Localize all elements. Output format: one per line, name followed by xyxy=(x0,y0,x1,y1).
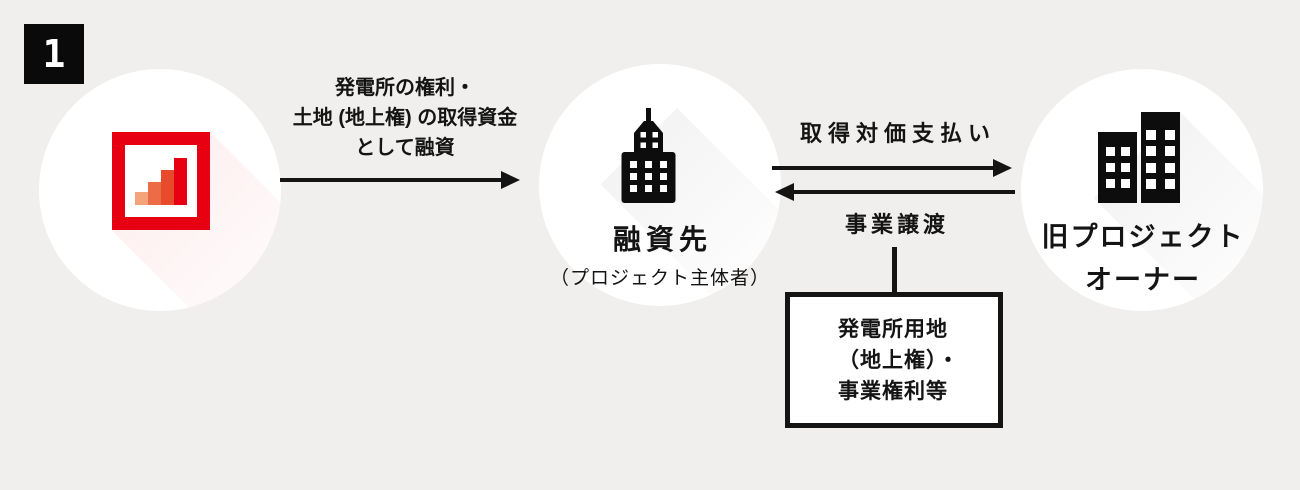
logo-bar-1 xyxy=(135,192,148,205)
asset-line-1: 発電所用地 xyxy=(838,317,948,341)
arrow-shaft xyxy=(772,166,996,170)
logo-bar-4 xyxy=(174,158,187,205)
two-buildings-icon xyxy=(1098,112,1180,203)
skyscraper-building-icon xyxy=(620,108,677,203)
arrow-shaft xyxy=(791,190,1015,194)
node-bank-circle xyxy=(39,69,281,311)
owner-label: 旧プロジェクト オーナー xyxy=(1012,216,1272,302)
logo-bar-3 xyxy=(161,170,174,205)
transfer-flow-label: 事業譲渡 xyxy=(844,212,949,237)
loan-label-line-1: 発電所の権利・ xyxy=(335,77,475,99)
arrow-shaft xyxy=(280,178,504,182)
logo-bar-2 xyxy=(148,182,161,205)
payment-flow-label: 取得対価支払い xyxy=(799,121,996,146)
node-borrower-circle xyxy=(539,64,781,306)
borrower-label: 融資先 xyxy=(612,224,712,255)
step-number: 1 xyxy=(42,32,66,76)
step-number-badge: 1 xyxy=(24,24,84,84)
transfer-box-connector-line xyxy=(892,247,897,293)
payment-arrow-right xyxy=(772,159,1012,177)
borrower-sublabel: （プロジェクト主体者） xyxy=(549,268,770,289)
owner-label-line-2: オーナー xyxy=(1085,265,1201,295)
loan-flow-label: 発電所の権利・ 土地 (地上権) の取得資金 として融資 xyxy=(260,73,550,163)
transfer-arrow-left xyxy=(775,183,1015,201)
asset-line-3: 事業権利等 xyxy=(838,379,948,403)
bank-bar-chart-logo-icon xyxy=(112,132,210,230)
loan-label-line-3: として融資 xyxy=(355,137,455,159)
node-owner-circle xyxy=(1021,69,1263,311)
loan-arrow-right xyxy=(280,171,520,189)
asset-line-2: （地上権）・ xyxy=(838,348,960,372)
owner-label-line-1: 旧プロジェクト xyxy=(1041,222,1245,252)
transferred-assets-text: 発電所用地 （地上権）・ 事業権利等 xyxy=(838,314,960,407)
loan-label-line-2: 土地 (地上権) の取得資金 xyxy=(292,107,518,129)
transferred-assets-box: 発電所用地 （地上権）・ 事業権利等 xyxy=(785,292,1003,428)
